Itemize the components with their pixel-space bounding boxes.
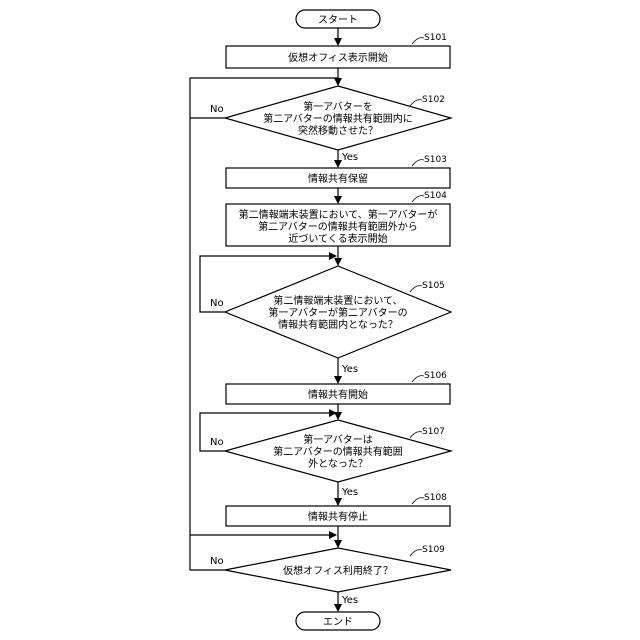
s104-id: S104	[424, 191, 447, 201]
s107-line3: 外となった？	[308, 458, 368, 470]
s102-no-label: No	[210, 104, 224, 115]
s105-yes-label: Yes	[341, 364, 358, 375]
s106-text: 情報共有開始	[308, 388, 368, 401]
s109-id: S109	[422, 545, 445, 555]
s105-line1: 第二情報端末装置において、	[273, 294, 402, 307]
s102-line1: 第一アバターを	[303, 100, 373, 113]
s108-id: S108	[424, 493, 447, 503]
s107-yes-label: Yes	[341, 487, 358, 498]
s105-no-label: No	[210, 298, 224, 309]
s105-line2: 第一アバターが第二アバターの	[268, 306, 407, 319]
s107-no-label: No	[210, 437, 224, 448]
s102-id: S102	[422, 95, 445, 105]
s105-id: S105	[422, 281, 445, 291]
s106-id: S106	[424, 371, 447, 381]
decision-s109: 仮想オフィス利用終了？ S109	[225, 545, 451, 592]
s109-no-label: No	[210, 556, 224, 567]
s109-text: 仮想オフィス利用終了？	[283, 564, 393, 577]
s102-yes-label: Yes	[341, 152, 358, 163]
start-terminal: スタート	[296, 10, 380, 28]
s104-line3: 近づいてくる表示開始	[288, 232, 387, 245]
decision-s105: 第二情報端末装置において、 第一アバターが第二アバターの 情報共有範囲内となった…	[225, 266, 451, 358]
s102-line2: 第二アバターの情報共有範囲内に	[263, 112, 413, 125]
s107-line2: 第二アバターの情報共有範囲	[273, 445, 403, 458]
s105-line3: 情報共有範囲内となった？	[278, 318, 398, 331]
s104-line1: 第二情報端末装置において、第一アバターが	[239, 208, 438, 221]
decision-s107: 第一アバターは 第二アバターの情報共有範囲 外となった？ S107	[225, 420, 451, 482]
s108-text: 情報共有停止	[308, 510, 368, 523]
s102-line3: 突然移動させた？	[298, 124, 378, 137]
s107-line1: 第一アバターは	[303, 433, 373, 446]
s103-id: S103	[424, 155, 447, 165]
end-terminal: エンド	[296, 612, 380, 630]
s103-text: 情報共有保留	[308, 172, 368, 185]
s101-text: 仮想オフィス表示開始	[288, 51, 388, 64]
s104-line2: 第二アバターの情報共有範囲外から	[258, 220, 418, 233]
start-label: スタート	[318, 14, 358, 26]
s107-id: S107	[422, 427, 445, 437]
end-label: エンド	[323, 617, 353, 628]
s101-id: S101	[424, 33, 447, 43]
s109-yes-label: Yes	[341, 595, 358, 606]
decision-s102: 第一アバターを 第二アバターの情報共有範囲内に 突然移動させた？ S102	[225, 86, 451, 150]
